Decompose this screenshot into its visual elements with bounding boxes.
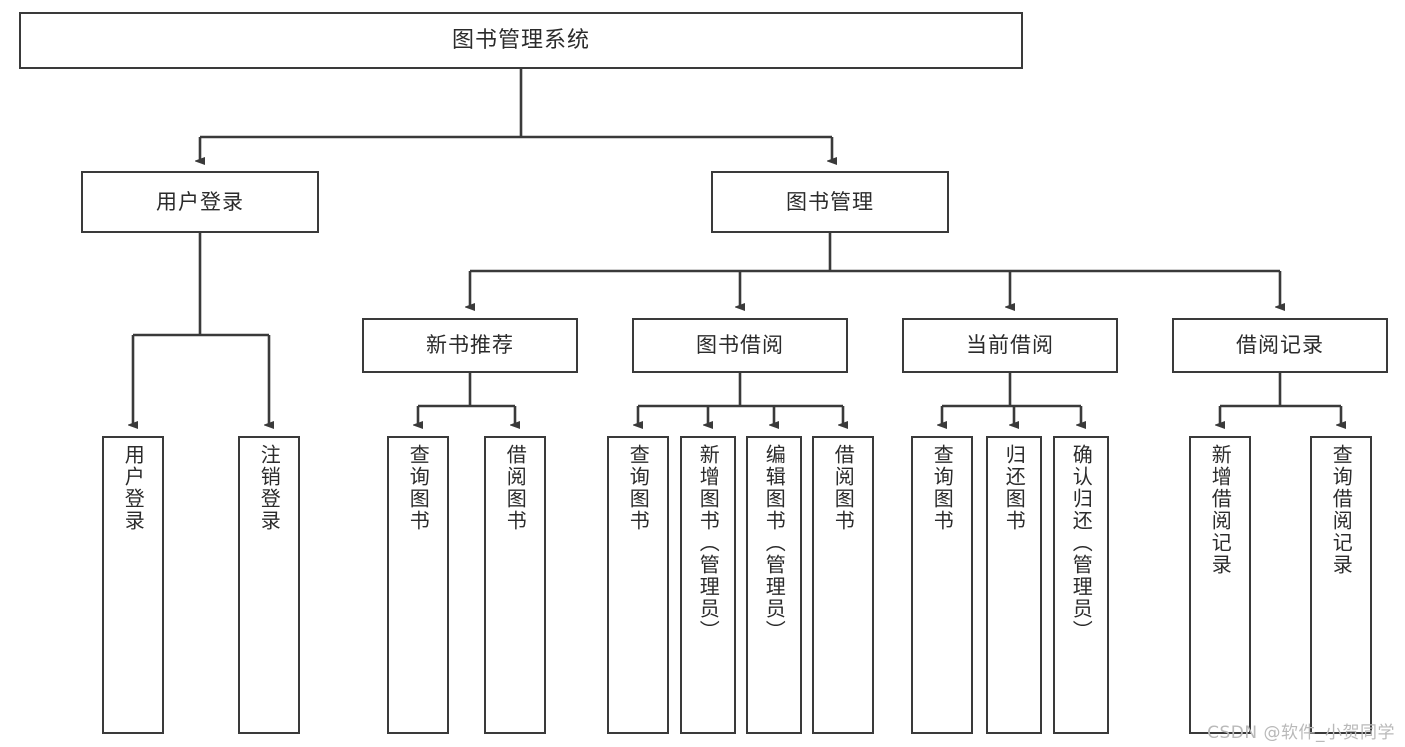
node-label: 借阅图书 — [831, 444, 856, 532]
node-label: 当前借阅 — [966, 333, 1054, 358]
node-new-book-recommend[interactable]: 新书推荐 — [362, 318, 578, 373]
node-borrow-record[interactable]: 借阅记录 — [1172, 318, 1388, 373]
node-label: 查询图书 — [626, 444, 651, 532]
node-label: 用户登录 — [121, 444, 146, 532]
node-label: 归还图书 — [1002, 444, 1027, 532]
node-label: 查询图书 — [406, 444, 431, 532]
leaf-add-borrow-record[interactable]: 新增借阅记录 — [1189, 436, 1251, 734]
node-label: 查询图书 — [930, 444, 955, 532]
node-root-system[interactable]: 图书管理系统 — [19, 12, 1023, 69]
node-label: 用户登录 — [156, 189, 244, 214]
leaf-query-borrow-record[interactable]: 查询借阅记录 — [1310, 436, 1372, 734]
node-current-borrow[interactable]: 当前借阅 — [902, 318, 1118, 373]
leaf-query-book-current[interactable]: 查询图书 — [911, 436, 973, 734]
leaf-edit-book-admin[interactable]: 编辑图书（管理员） — [746, 436, 802, 734]
leaf-return-book[interactable]: 归还图书 — [986, 436, 1042, 734]
node-label: 编辑图书（管理员） — [762, 444, 787, 642]
node-book-manage[interactable]: 图书管理 — [711, 171, 949, 233]
leaf-borrow-book[interactable]: 借阅图书 — [812, 436, 874, 734]
leaf-borrow-book-recommend[interactable]: 借阅图书 — [484, 436, 546, 734]
node-label: 图书管理 — [786, 189, 874, 214]
node-book-borrow[interactable]: 图书借阅 — [632, 318, 848, 373]
leaf-confirm-return-admin[interactable]: 确认归还（管理员） — [1053, 436, 1109, 734]
node-label: 新增借阅记录 — [1208, 444, 1233, 576]
leaf-logout-login[interactable]: 注销登录 — [238, 436, 300, 734]
node-user-login[interactable]: 用户登录 — [81, 171, 319, 233]
node-label: 图书借阅 — [696, 333, 784, 358]
leaf-query-book-recommend[interactable]: 查询图书 — [387, 436, 449, 734]
node-label: 新增图书（管理员） — [696, 444, 721, 642]
watermark-text: CSDN @软件_小贺同学 — [1207, 723, 1395, 743]
leaf-add-book-admin[interactable]: 新增图书（管理员） — [680, 436, 736, 734]
node-label: 注销登录 — [257, 444, 282, 532]
node-label: 图书管理系统 — [451, 27, 590, 53]
node-label: 借阅记录 — [1236, 333, 1324, 358]
node-label: 借阅图书 — [503, 444, 528, 532]
node-label: 查询借阅记录 — [1329, 444, 1354, 576]
node-label: 确认归还（管理员） — [1069, 444, 1094, 642]
leaf-query-book-borrow[interactable]: 查询图书 — [607, 436, 669, 734]
node-label: 新书推荐 — [426, 333, 514, 358]
leaf-user-login[interactable]: 用户登录 — [102, 436, 164, 734]
